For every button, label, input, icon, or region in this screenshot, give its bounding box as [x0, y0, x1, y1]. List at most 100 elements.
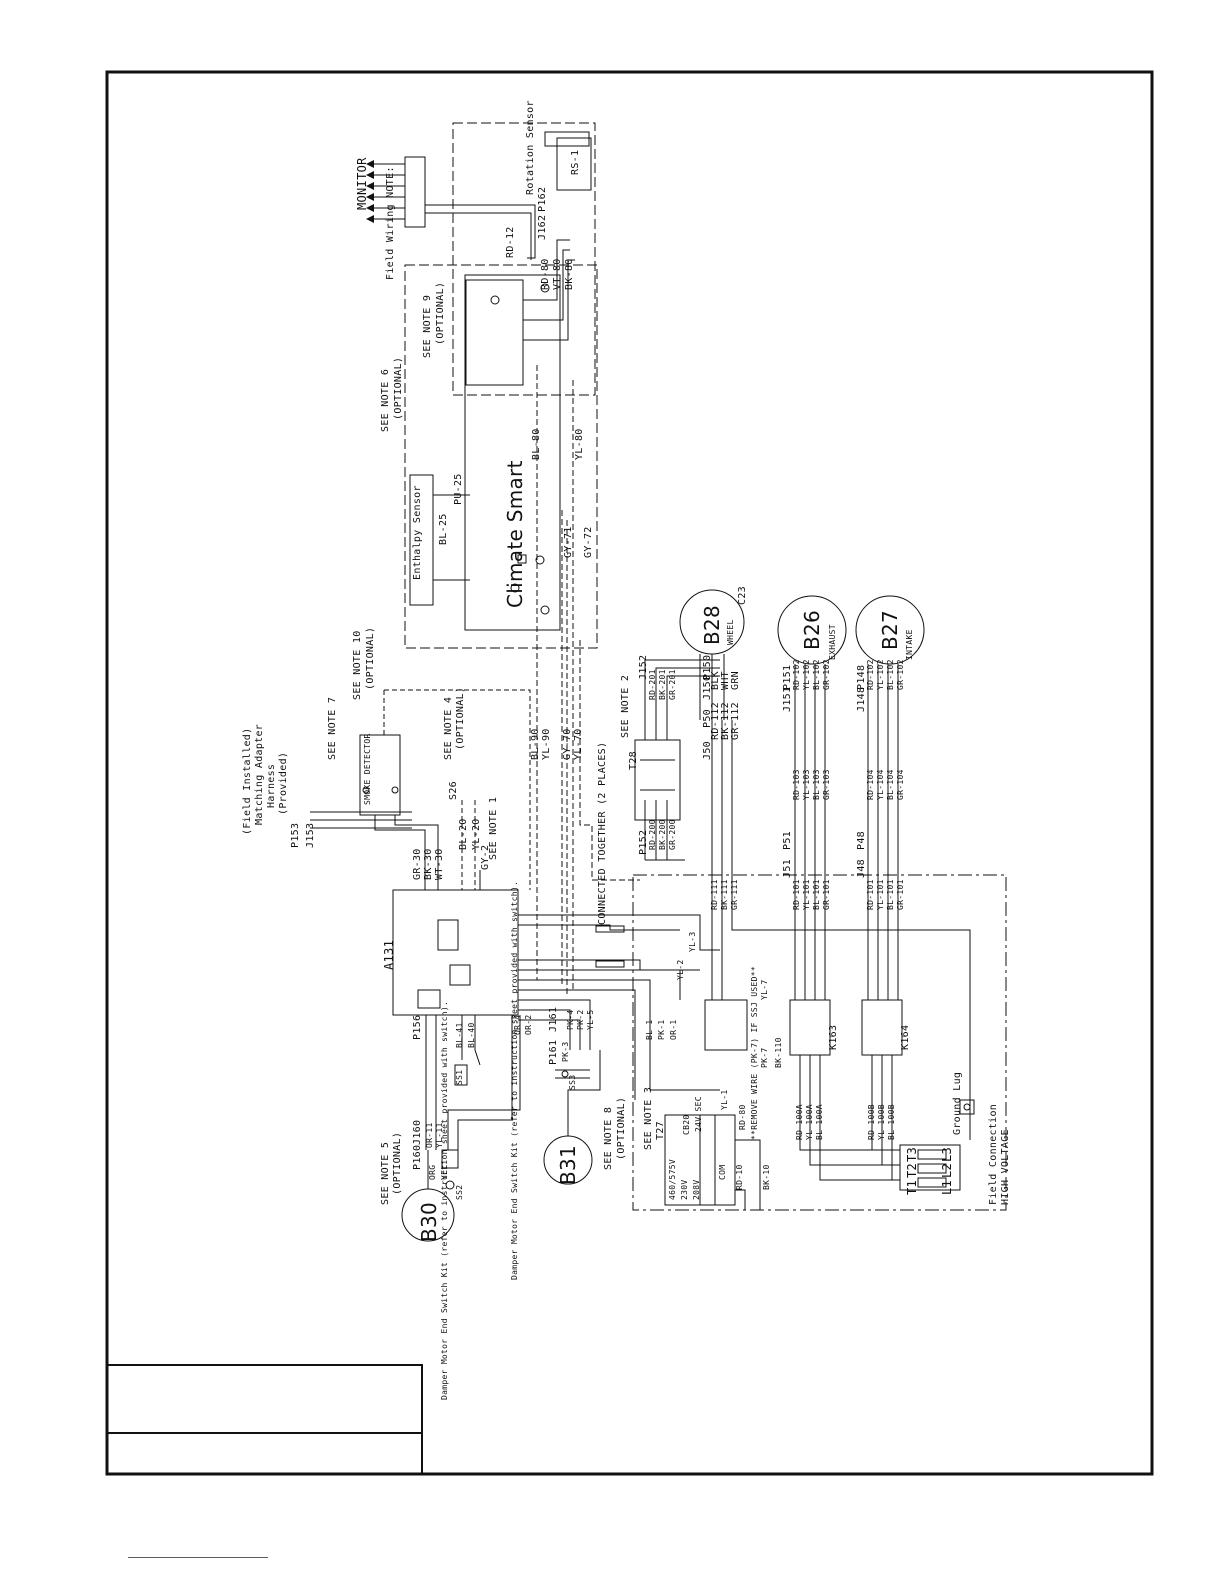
k164-relay: [861, 999, 903, 1056]
l2-label: L2: [940, 1162, 954, 1178]
s26-label: S26: [448, 781, 459, 800]
optional-10: (OPTIONAL): [365, 626, 376, 690]
vt80-label: VT-80: [552, 258, 563, 290]
rd12-label: RD-12: [505, 226, 516, 258]
rs1-sensor: [556, 137, 592, 191]
rd100a-label: RD-100A: [795, 1104, 804, 1140]
bl101-label: BL-101: [812, 879, 821, 910]
wd1-board: [465, 279, 524, 386]
provided-label: (Provided): [278, 751, 289, 815]
p48-label: P48: [856, 831, 867, 850]
t27-label: T27: [655, 1121, 666, 1140]
bl101b-label: BL-101: [886, 879, 895, 910]
b27-label: B27: [878, 609, 902, 650]
field-wiring-note: Field Wiring NOTE:: [385, 166, 396, 280]
rd200-label: RD-200: [648, 819, 657, 850]
j50-label: J50: [702, 741, 713, 760]
t28-label: T28: [628, 751, 639, 770]
rd103-label: RD-103: [792, 769, 801, 800]
k164-label: K164: [900, 1024, 911, 1050]
optional-8: (OPTIONAL): [616, 1096, 627, 1160]
b28-label: B28: [700, 604, 724, 645]
gr102b-label: GR-102: [896, 659, 905, 690]
rotation-sensor-box: [452, 122, 596, 396]
j51-label: J51: [782, 859, 793, 878]
enthalpy-sensor-label: Enthalpy Sensor: [412, 485, 423, 580]
matching-adapter-label: Matching Adapter: [254, 723, 265, 825]
see-note-6: SEE NOTE 6: [380, 368, 391, 432]
gy72-label: GY-72: [583, 526, 594, 558]
t2-label: T2: [905, 1162, 919, 1178]
gr101-label: GR-101: [822, 879, 831, 910]
j148-label: J148: [856, 686, 867, 712]
ground-lug-label: Ground Lug: [952, 1071, 963, 1135]
pk4-label: PK-4: [566, 1009, 575, 1030]
smoke-detector: [359, 734, 401, 816]
connected-together-label: CONNECTED TOGETHER (2 PLACES): [597, 741, 608, 925]
p162-label: P162: [537, 186, 548, 212]
climate-smart-board: [464, 274, 561, 631]
gr112-label: GR-112: [730, 702, 741, 740]
bl1-label: BL-1: [645, 1019, 654, 1040]
title-block: [106, 1364, 423, 1475]
bl103-label: BL-103: [812, 769, 821, 800]
yl70-label: YL-70: [573, 728, 584, 760]
sec24v-label: 24V SEC: [694, 1096, 703, 1132]
p160-label: P160: [412, 1144, 423, 1170]
monitor-terminal-block: [404, 156, 426, 228]
j48-label: J48: [856, 859, 867, 878]
ss2-switch: [441, 1149, 459, 1169]
monitor-label: MONITOR: [355, 157, 369, 210]
rd101b-label: RD-101: [866, 879, 875, 910]
rd201-label: RD-201: [648, 669, 657, 700]
yl103-label: YL-103: [802, 769, 811, 800]
gy70-label: GY-70: [562, 728, 573, 760]
bl20-label: BL-20: [458, 818, 469, 850]
gr102-label: GR-102: [822, 659, 831, 690]
b26-motor: [777, 595, 847, 665]
see-note-3: SEE NOTE 3: [643, 1086, 654, 1150]
splice-1: [595, 925, 625, 933]
exhaust-label: EXHAUST: [828, 624, 837, 660]
grn-label: GRN: [730, 671, 741, 690]
rd104-label: RD-104: [866, 769, 875, 800]
bk10-label: BK-10: [762, 1164, 771, 1190]
yl1-label: YL-1: [720, 1089, 729, 1110]
l1-label: L1: [940, 1179, 954, 1195]
yl102-label: YL-102: [802, 659, 811, 690]
c23-label: C23: [737, 586, 748, 605]
rs1-label: RS-1: [570, 149, 581, 175]
pk2-label: PK-2: [576, 1009, 585, 1030]
ground-lug: [959, 1099, 975, 1115]
b27-motor: [855, 595, 925, 665]
bk111-label: BK-111: [720, 879, 729, 910]
yl100a-label: YL-100A: [805, 1104, 814, 1140]
bl90-label: BL-90: [530, 728, 541, 760]
optional-9: (OPTIONAL): [435, 281, 446, 345]
optional-5: (OPTIONAL): [392, 1131, 403, 1195]
gr104-label: GR-104: [896, 769, 905, 800]
or2-label: OR-2: [524, 1014, 533, 1035]
footer-link[interactable]: [128, 1555, 268, 1558]
rd10-label: RD-10: [735, 1164, 744, 1190]
pk7-label: PK-7: [760, 1047, 769, 1068]
yl100b-label: YL-100B: [877, 1104, 886, 1140]
bl25-label: BL-25: [438, 513, 449, 545]
gr30-label: GR-30: [412, 848, 423, 880]
rd100b-label: RD-100B: [867, 1104, 876, 1140]
yl5-label: YL-5: [586, 1009, 595, 1030]
optional-6: (OPTIONAL): [393, 356, 404, 420]
ss3-label: SS3: [568, 1074, 577, 1090]
monitor-arrows: [372, 163, 405, 220]
rd111-label: RD-111: [710, 879, 719, 910]
rotation-sensor-label: Rotation Sensor: [525, 100, 536, 195]
p152-wires: [644, 659, 720, 861]
bk201-label: BK-201: [658, 669, 667, 700]
com-label: COM: [718, 1164, 727, 1180]
remove-wire-label: **REMOVE WIRE (PK-7) IF SSJ USED**: [750, 966, 759, 1140]
gr103-label: GR-103: [822, 769, 831, 800]
relay-box: [704, 999, 748, 1051]
bl100b-label: BL-100B: [887, 1104, 896, 1140]
